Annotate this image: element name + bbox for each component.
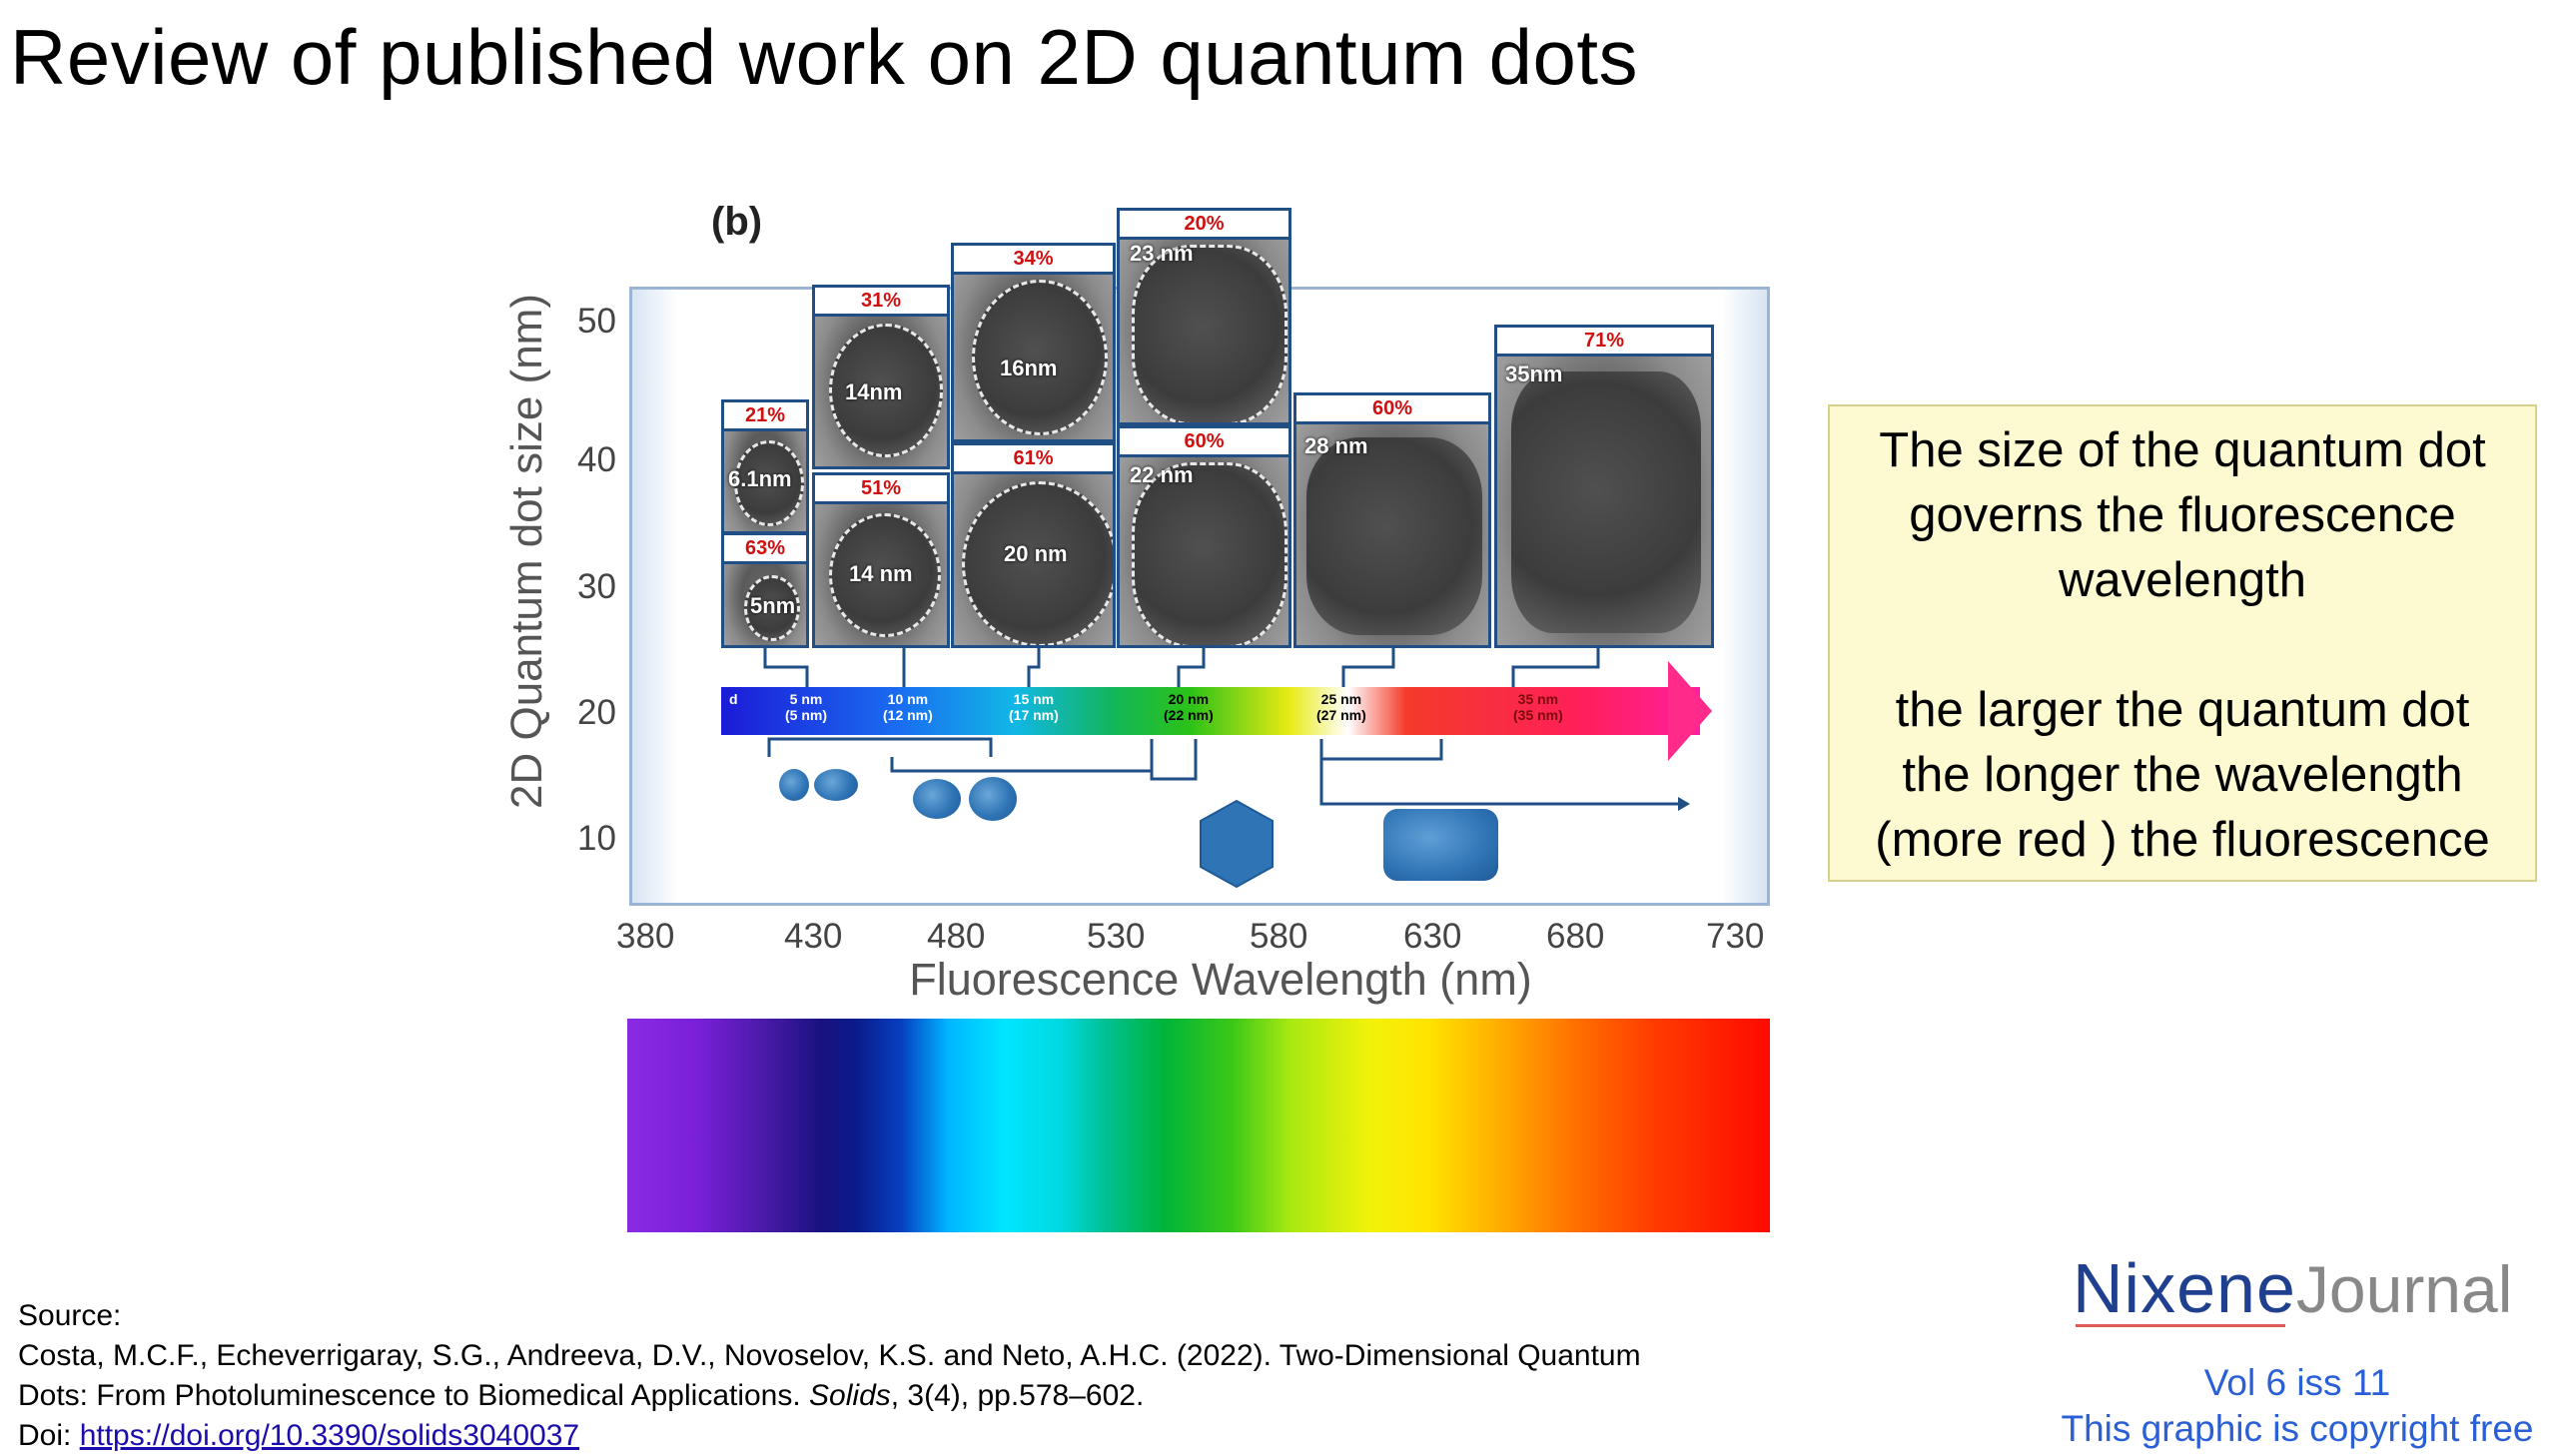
- callout-line: The size of the quantum dot: [1879, 423, 2486, 477]
- volume-issue: Vol 6 iss 11: [2203, 1362, 2391, 1403]
- size-label: 20 nm: [1004, 541, 1068, 566]
- yield-percent: 60%: [1120, 428, 1288, 457]
- wavelength-arrow-bar: [721, 687, 1700, 735]
- x-tick: 680: [1546, 917, 1605, 956]
- dot-illustration: [913, 779, 961, 819]
- quantum-dot: [972, 280, 1108, 435]
- yield-percent: 34%: [954, 246, 1113, 275]
- bar-label: 15 nm(17 nm): [1009, 691, 1059, 723]
- dot-illustration: [779, 769, 809, 801]
- quantum-dot: [1511, 371, 1701, 633]
- yield-percent: 60%: [1296, 395, 1488, 424]
- y-tick: 20: [577, 693, 616, 732]
- quantum-dot: [734, 440, 804, 526]
- callout-line: the larger the quantum dot: [1895, 683, 2470, 737]
- bar-label: 5 nm(5 nm): [785, 691, 827, 723]
- doi-link[interactable]: https://doi.org/10.3390/solids3040037: [79, 1419, 580, 1452]
- brand-logo: NixeneJournal: [2073, 1248, 2512, 1328]
- dot-illustration: [969, 777, 1017, 821]
- tem-image: 20% 23 nm: [1117, 208, 1291, 425]
- callout-line: the longer the wavelength: [1902, 748, 2463, 802]
- quantum-dot: [1132, 245, 1287, 422]
- x-tick: 430: [784, 917, 843, 956]
- x-axis-label: Fluorescence Wavelength (nm): [909, 954, 1532, 1005]
- volume-info: Vol 6 iss 11 This graphic is copyright f…: [2058, 1360, 2537, 1452]
- slide-title: Review of published work on 2D quantum d…: [10, 13, 1639, 101]
- bar-label: d: [729, 691, 738, 707]
- x-tick: 630: [1403, 917, 1462, 956]
- tem-image: 31% 14nm: [812, 285, 950, 469]
- tem-image: 34% 16nm: [951, 243, 1116, 442]
- quantum-dot: [744, 575, 800, 641]
- bar-label: 25 nm(27 nm): [1316, 691, 1366, 723]
- size-label: 35nm: [1505, 362, 1563, 386]
- tem-image: 51% 14 nm: [812, 472, 950, 648]
- visible-spectrum-bar: [627, 1019, 1770, 1232]
- x-tick: 580: [1250, 917, 1308, 956]
- callout-line: (more red ) the fluorescence: [1875, 813, 2490, 867]
- yield-percent: 20%: [1120, 211, 1288, 240]
- tem-image: 71% 35nm: [1494, 325, 1714, 648]
- size-label: 14nm: [845, 379, 903, 404]
- y-tick: 40: [577, 440, 616, 479]
- tem-image: 63% 5nm: [721, 532, 809, 648]
- size-label: 16nm: [1000, 356, 1058, 380]
- bar-label: 35 nm(35 nm): [1513, 691, 1563, 723]
- quantum-dot: [829, 513, 941, 637]
- y-tick: 50: [577, 302, 616, 341]
- citation-line-1: Costa, M.C.F., Echeverrigaray, S.G., And…: [18, 1339, 1641, 1372]
- callout-line: governs the fluorescence: [1909, 488, 2456, 542]
- square-dot-illustration: [1383, 809, 1498, 881]
- size-label: 23 nm: [1130, 241, 1194, 266]
- yield-percent: 63%: [724, 535, 806, 564]
- brand-name-journal: Journal: [2295, 1252, 2513, 1326]
- size-label: 6.1nm: [728, 466, 792, 491]
- tem-image: 60% 28 nm: [1293, 392, 1491, 648]
- bar-label: 10 nm(12 nm): [883, 691, 933, 723]
- quantum-dot: [1306, 437, 1482, 635]
- arrow-head: [1668, 661, 1712, 761]
- doi-line: Doi: https://doi.org/10.3390/solids30400…: [18, 1419, 580, 1452]
- y-tick: 10: [577, 819, 616, 858]
- callout-line: wavelength: [2059, 553, 2306, 607]
- source-citation: Source: Costa, M.C.F., Echeverrigaray, S…: [18, 1296, 1641, 1456]
- size-label: 28 nm: [1304, 433, 1368, 458]
- yield-percent: 71%: [1497, 328, 1711, 357]
- yield-percent: 31%: [815, 288, 947, 317]
- x-tick: 380: [616, 917, 675, 956]
- y-tick: 30: [577, 567, 616, 606]
- panel-label: (b): [711, 200, 763, 244]
- source-heading: Source:: [18, 1299, 122, 1332]
- x-tick: 730: [1706, 917, 1765, 956]
- size-label: 22 nm: [1130, 462, 1194, 487]
- quantum-dot: [829, 324, 943, 457]
- citation-line-2: Dots: From Photoluminescence to Biomedic…: [18, 1379, 1145, 1412]
- yield-percent: 51%: [815, 475, 947, 504]
- dot-illustration: [814, 769, 858, 801]
- bar-label: 20 nm(22 nm): [1164, 691, 1214, 723]
- size-label: 5nm: [750, 593, 796, 618]
- size-label: 14 nm: [849, 561, 913, 586]
- x-tick: 480: [927, 917, 986, 956]
- journal-name: Solids: [809, 1379, 891, 1412]
- explanation-callout: The size of the quantum dot governs the …: [1828, 404, 2537, 882]
- brand-name-nixene: Nixene: [2073, 1249, 2296, 1327]
- copyright-note: This graphic is copyright free: [2061, 1408, 2534, 1449]
- x-tick: 530: [1087, 917, 1146, 956]
- tem-image: 61% 20 nm: [951, 442, 1116, 648]
- yield-percent: 61%: [954, 445, 1113, 474]
- tem-image: 60% 22 nm: [1117, 425, 1291, 648]
- brand-underline: [2076, 1324, 2285, 1327]
- quantum-dot: [1132, 462, 1287, 645]
- yield-percent: 21%: [724, 402, 806, 431]
- hexagon-dot-illustration: [1200, 799, 1274, 889]
- quantum-dot: [962, 481, 1113, 645]
